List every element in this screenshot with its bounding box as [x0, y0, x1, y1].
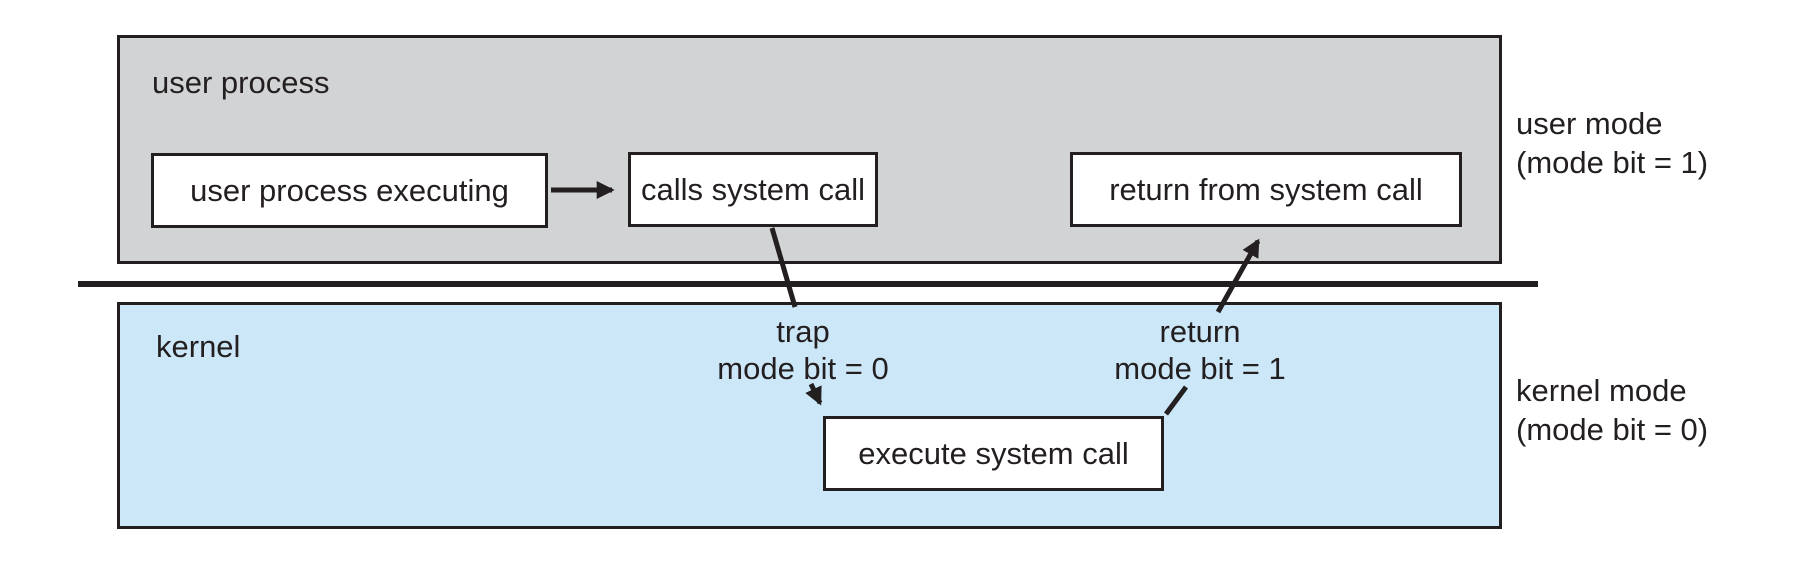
return-label: return mode bit = 1 [1070, 313, 1330, 387]
trap-label-line1: trap [776, 314, 830, 349]
mode-divider-line [78, 281, 1538, 287]
node-calls-system-call: calls system call [628, 152, 878, 227]
user-mode-label-line1: user mode [1516, 106, 1663, 141]
trap-label-line2: mode bit = 0 [717, 351, 889, 386]
kernel-mode-label-line1: kernel mode [1516, 373, 1687, 408]
user-mode-side-label: user mode (mode bit = 1) [1516, 104, 1708, 182]
return-label-line2: mode bit = 1 [1114, 351, 1286, 386]
kernel-region [117, 302, 1502, 529]
kernel-region-label: kernel [156, 329, 241, 364]
user-process-region-label: user process [152, 65, 330, 100]
return-label-line1: return [1159, 314, 1241, 349]
kernel-mode-side-label: kernel mode (mode bit = 0) [1516, 371, 1708, 449]
user-mode-label-line2: (mode bit = 1) [1516, 145, 1709, 180]
kernel-mode-label-line2: (mode bit = 0) [1516, 412, 1709, 447]
node-execute-system-call: execute system call [823, 416, 1164, 491]
node-return-from-system-call: return from system call [1070, 152, 1462, 227]
node-user-process-executing: user process executing [151, 153, 548, 228]
trap-label: trap mode bit = 0 [673, 313, 933, 387]
